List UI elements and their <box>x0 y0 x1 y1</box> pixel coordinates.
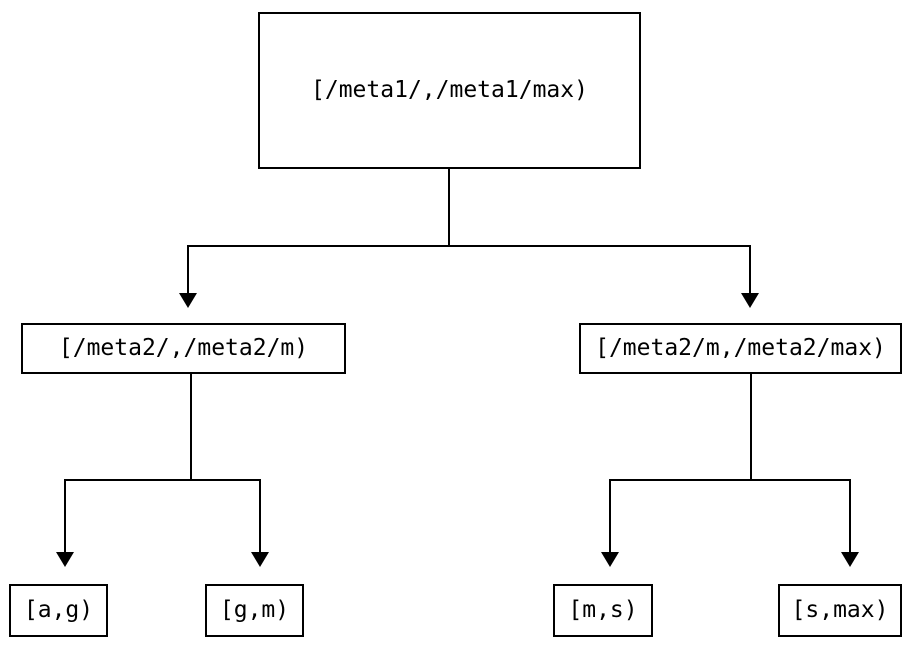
edge-root-stem <box>448 169 450 247</box>
node-leaf-1-label: [a,g) <box>23 597 94 623</box>
node-leaf-4[interactable]: [s,max) <box>778 584 902 637</box>
edge-mid-left-to-leaf1-drop <box>64 479 66 553</box>
node-leaf-3[interactable]: [m,s) <box>553 584 653 637</box>
arrowhead-leaf3-icon <box>601 552 619 567</box>
node-mid-right-label: [/meta2/m,/meta2/max) <box>595 335 886 361</box>
node-leaf-1[interactable]: [a,g) <box>9 584 108 637</box>
edge-mid-right-stem <box>750 374 752 481</box>
edge-mid-right-to-leaf3-drop <box>609 479 611 553</box>
node-mid-right[interactable]: [/meta2/m,/meta2/max) <box>579 323 902 374</box>
edge-mid-left-stem <box>190 374 192 481</box>
edge-root-bus <box>187 245 751 247</box>
edge-mid-right-bus <box>609 479 851 481</box>
edge-mid-left-bus <box>64 479 261 481</box>
node-mid-left[interactable]: [/meta2/,/meta2/m) <box>21 323 346 374</box>
node-root[interactable]: [/meta1/,/meta1/max) <box>258 12 641 169</box>
arrowhead-leaf2-icon <box>251 552 269 567</box>
arrowhead-leaf1-icon <box>56 552 74 567</box>
node-leaf-2-label: [g,m) <box>219 597 290 623</box>
arrowhead-leaf4-icon <box>841 552 859 567</box>
edge-root-to-mid-left-drop <box>187 245 189 294</box>
node-leaf-2[interactable]: [g,m) <box>205 584 304 637</box>
node-leaf-3-label: [m,s) <box>568 597 638 623</box>
edge-root-to-mid-right-drop <box>749 245 751 294</box>
arrowhead-mid-right-icon <box>741 293 759 308</box>
arrowhead-mid-left-icon <box>179 293 197 308</box>
node-leaf-4-label: [s,max) <box>791 597 889 623</box>
edge-mid-left-to-leaf2-drop <box>259 479 261 553</box>
node-root-label: [/meta1/,/meta1/max) <box>311 77 588 103</box>
node-mid-left-label: [/meta2/,/meta2/m) <box>58 335 309 361</box>
edge-mid-right-to-leaf4-drop <box>849 479 851 553</box>
